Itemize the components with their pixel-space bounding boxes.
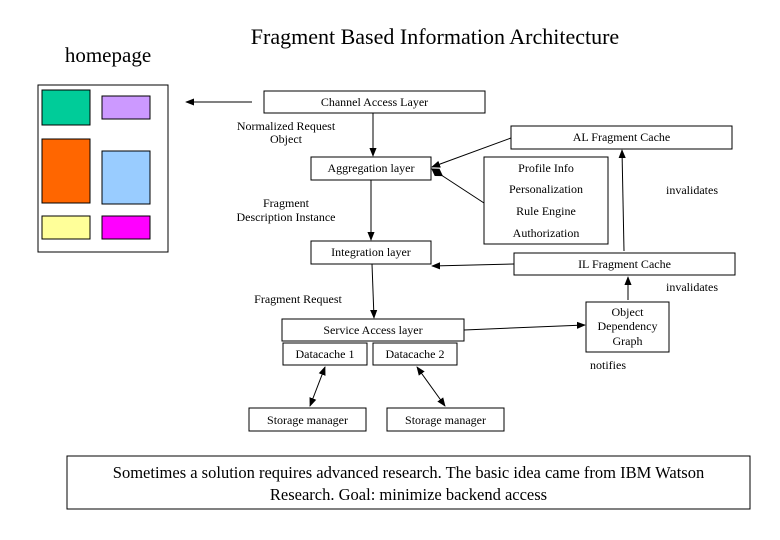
datacache-2-node: Datacache 2 xyxy=(372,342,458,366)
invalidates-label-1: invalidates xyxy=(666,183,718,197)
storage-manager-1-label: Storage manager xyxy=(267,413,348,427)
storage-manager-2-label: Storage manager xyxy=(405,413,486,427)
research-note-line-2: Research. Goal: minimize backend access xyxy=(270,485,547,504)
storage-manager-2-node: Storage manager xyxy=(386,407,505,432)
integration-layer-label: Integration layer xyxy=(331,245,411,259)
page-title: Fragment Based Information Architecture xyxy=(251,24,619,49)
normalized-request-label-1: Normalized Request xyxy=(237,119,336,133)
service-access-layer-label: Service Access layer xyxy=(323,323,422,337)
fragment-description-label-2: Description Instance xyxy=(237,210,336,224)
al-fragment-cache-node: AL Fragment Cache xyxy=(510,125,733,150)
odg-label-line-2: Dependency xyxy=(598,319,658,333)
arrow-il-cache-to-integration xyxy=(431,262,515,270)
research-note-line-1: Sometimes a solution requires advanced r… xyxy=(113,463,704,482)
personalization-label: Personalization xyxy=(509,182,583,196)
il-fragment-cache-label: IL Fragment Cache xyxy=(578,257,671,271)
channel-access-layer-node: Channel Access Layer xyxy=(263,90,486,114)
fragment-description-label-1: Fragment xyxy=(263,196,310,210)
datacache-2-label: Datacache 2 xyxy=(386,347,445,361)
al-fragment-cache-label: AL Fragment Cache xyxy=(573,130,671,144)
homepage-tile-4 xyxy=(101,150,151,205)
aggregation-layer-label: Aggregation layer xyxy=(328,161,415,175)
homepage-label: homepage xyxy=(65,43,151,67)
arrow-datacache1-storage1 xyxy=(309,366,326,407)
homepage-tile-6 xyxy=(101,215,151,240)
link-profile-to-aggregation xyxy=(431,168,485,204)
homepage-mockup xyxy=(37,84,169,253)
arrow-integration-to-service xyxy=(370,263,378,319)
aggregation-layer-node: Aggregation layer xyxy=(310,156,432,181)
datacache-1-node: Datacache 1 xyxy=(282,342,368,366)
homepage-tile-2 xyxy=(101,95,151,120)
arrow-al-cache-to-aggregation xyxy=(431,137,512,168)
notifies-label: notifies xyxy=(590,358,626,372)
il-fragment-cache-node: IL Fragment Cache xyxy=(513,252,736,276)
channel-access-layer-label: Channel Access Layer xyxy=(321,95,428,109)
integration-layer-node: Integration layer xyxy=(310,240,432,265)
profile-info-label: Profile Info xyxy=(518,161,574,175)
invalidates-label-2: invalidates xyxy=(666,280,718,294)
datacache-1-label: Datacache 1 xyxy=(296,347,355,361)
arrow-service-to-odg xyxy=(463,321,586,331)
arrow-il-cache-to-al-cache xyxy=(618,149,626,252)
profile-services-node: Profile Info Personalization Rule Engine… xyxy=(483,156,609,245)
homepage-tile-3 xyxy=(41,138,91,204)
authorization-label: Authorization xyxy=(513,226,580,240)
arrow-datacache2-storage2 xyxy=(416,366,446,407)
odg-label-line-1: Object xyxy=(612,305,645,319)
service-access-layer-node: Service Access layer xyxy=(281,318,465,342)
normalized-request-label-2: Object xyxy=(270,132,303,146)
rule-engine-label: Rule Engine xyxy=(516,204,576,218)
research-note: Sometimes a solution requires advanced r… xyxy=(66,455,751,510)
fragment-request-label: Fragment Request xyxy=(254,292,342,306)
storage-manager-1-node: Storage manager xyxy=(248,407,367,432)
object-dependency-graph-node: Object Dependency Graph xyxy=(585,301,670,353)
homepage-tile-5 xyxy=(41,215,91,240)
odg-label-line-3: Graph xyxy=(613,334,643,348)
homepage-tile-1 xyxy=(41,89,91,126)
